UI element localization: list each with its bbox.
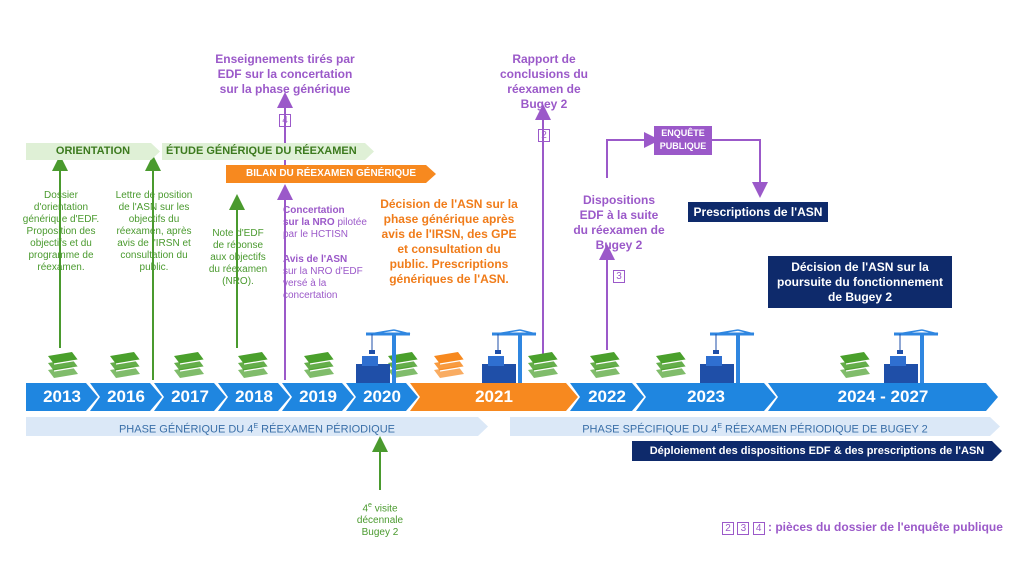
- year-2017: 2017: [154, 383, 226, 411]
- phase-specifique-sup: E: [717, 423, 722, 430]
- legend-text: : pièces du dossier de l'enquête publiqu…: [764, 520, 1003, 534]
- crane-icon: [880, 328, 942, 389]
- avis-rest: sur la NRO d'EDF versé à la concertation: [283, 266, 363, 301]
- phase-generique-sup: E: [253, 423, 259, 430]
- year-2021: 2021: [410, 383, 578, 411]
- legend-piece-3: 3: [737, 522, 750, 535]
- crane-icon: [352, 328, 414, 389]
- crane-icon: [696, 328, 758, 389]
- enquete-publique-box: ENQUÊTE PUBLIQUE: [654, 126, 712, 155]
- etude-generique-bar: ÉTUDE GÉNÉRIQUE DU RÉEXAMEN: [162, 143, 374, 160]
- visite-num: 4: [362, 503, 369, 515]
- document-stack-icon: [836, 350, 872, 385]
- piece-number: 2: [538, 129, 550, 142]
- document-stack-icon: [234, 350, 270, 385]
- year-2019: 2019: [282, 383, 354, 411]
- document-stack-icon: [106, 350, 142, 385]
- legend: 2 3 4 : pièces du dossier de l'enquête p…: [722, 520, 1012, 535]
- concertation-title: Concertation sur la NRO: [283, 205, 345, 228]
- year-2013: 2013: [26, 383, 98, 411]
- rapport-text: Rapport de conclusions du réexamen de Bu…: [499, 52, 588, 111]
- year-2018: 2018: [218, 383, 290, 411]
- visite-sup: e: [368, 502, 372, 509]
- document-stack-icon: [170, 350, 206, 385]
- phase-generique-text-a: PHASE GÉNÉRIQUE DU 4: [118, 423, 254, 436]
- legend-piece-4: 4: [752, 522, 765, 535]
- year-2022: 2022: [570, 383, 644, 411]
- dispositions-note: Dispositions EDF à la suite du réexamen …: [570, 178, 668, 283]
- legend-piece-2: 2: [722, 522, 734, 535]
- enseignements-text: Enseignements tirés par EDF sur la conce…: [215, 52, 355, 96]
- bilan-generique-bar: BILAN DU RÉEXAMEN GÉNÉRIQUE: [226, 165, 436, 183]
- lettre-position-note: Lettre de position de l'ASN sur les obje…: [115, 190, 193, 273]
- dossier-orientation-note: Dossier d'orientation générique d'EDF. P…: [22, 190, 100, 273]
- phase-specifique-text-b: RÉEXAMEN PÉRIODIQUE DE BUGEY 2: [721, 423, 928, 436]
- phase-generique-text-b: RÉEXAMEN PÉRIODIQUE: [258, 423, 396, 436]
- prescriptions-box: Prescriptions de l'ASN: [688, 202, 828, 222]
- enseignements-note: Enseignements tirés par EDF sur la conce…: [200, 37, 370, 127]
- avis-title: Avis de l'ASN: [283, 254, 348, 265]
- year-2016: 2016: [90, 383, 162, 411]
- piece-number: 4: [279, 114, 291, 127]
- dispositions-text: Dispositions EDF à la suite du réexamen …: [573, 193, 665, 252]
- crane-icon: [478, 328, 540, 389]
- deploiement-bar: Déploiement des dispositions EDF & des p…: [632, 441, 1002, 461]
- phase-generique-bar: PHASE GÉNÉRIQUE DU 4E RÉEXAMEN PÉRIODIQU…: [26, 417, 488, 436]
- visite-text: visite décennale Bugey 2: [356, 503, 404, 539]
- year-2020: 2020: [346, 383, 418, 411]
- year-2023: 2023: [636, 383, 776, 411]
- document-stack-icon: [524, 350, 560, 385]
- note-edf-text: Note d'EDF de réponse aux objectifs du r…: [208, 228, 268, 287]
- orientation-generique-bar: ORIENTATION GÉNÉRIQUE: [26, 143, 160, 160]
- phase-specifique-bar: PHASE SPÉCIFIQUE DU 4E RÉEXAMEN PÉRIODIQ…: [510, 417, 1000, 436]
- decision-poursuite-box: Décision de l'ASN sur la poursuite du fo…: [768, 256, 952, 308]
- visite-decennale-note: 4e visite décennale Bugey 2: [340, 500, 420, 539]
- concertation-note: Concertation sur la NRO pilotée par le H…: [283, 205, 383, 241]
- year-2024-2027: 2024 - 2027: [768, 383, 998, 411]
- document-stack-icon: [430, 350, 466, 385]
- piece-number: 3: [613, 270, 625, 283]
- document-stack-icon: [300, 350, 336, 385]
- document-stack-icon: [652, 350, 688, 385]
- phase-specifique-text-a: PHASE SPÉCIFIQUE DU 4: [582, 423, 718, 436]
- document-stack-icon: [44, 350, 80, 385]
- rapport-note: Rapport de conclusions du réexamen de Bu…: [495, 37, 593, 142]
- concertation-rest: pilotée par le HCTISN: [283, 217, 367, 240]
- note-edf-nro: Note d'EDF de réponse aux objectifs du r…: [203, 216, 273, 288]
- decision-generique-note: Décision de l'ASN sur la phase générique…: [380, 197, 518, 286]
- document-stack-icon: [586, 350, 622, 385]
